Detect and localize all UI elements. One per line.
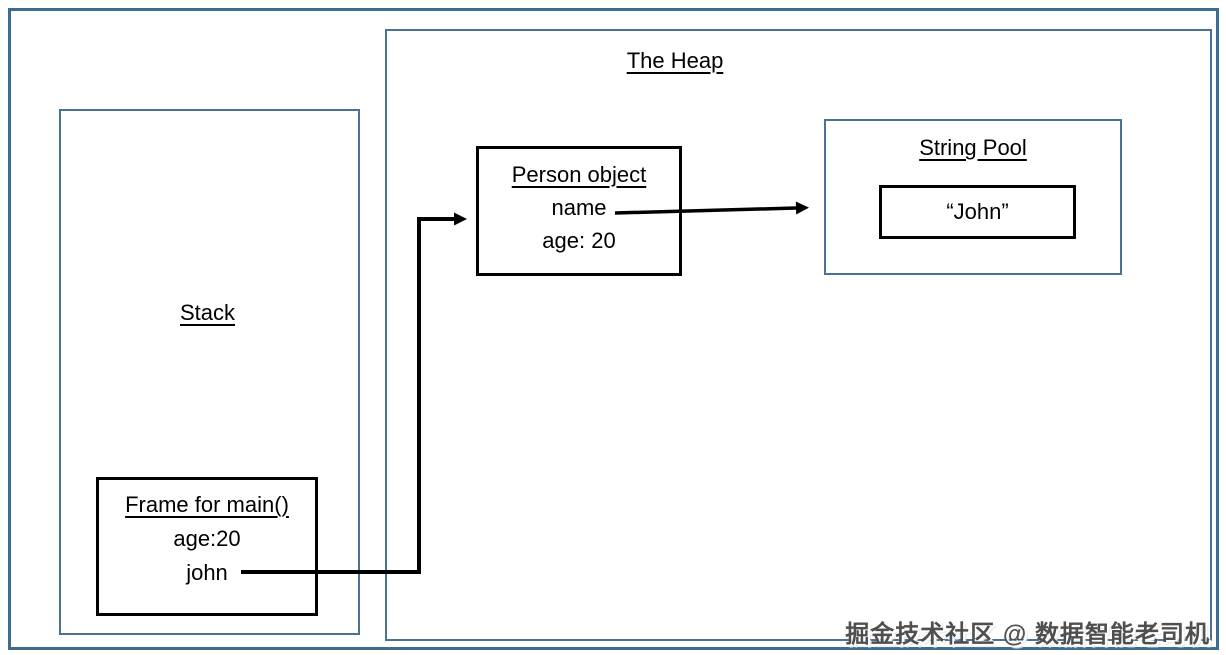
stack-label: Stack bbox=[179, 300, 236, 325]
stack-frame-field-john: john bbox=[186, 560, 228, 585]
john-string-box: “John” bbox=[879, 185, 1076, 239]
person-object-title: Person object bbox=[511, 162, 647, 187]
stack-frame-title: Frame for main() bbox=[125, 492, 289, 517]
stack-frame-field-age: age:20 bbox=[173, 526, 241, 551]
person-field-name: name bbox=[551, 195, 607, 220]
outer-border bbox=[8, 8, 1219, 650]
person-object-box: Person object name age: 20 bbox=[476, 146, 682, 276]
stack-frame-box: Frame for main() age:20 john bbox=[96, 477, 318, 616]
heap-label: The Heap bbox=[626, 48, 724, 73]
string-pool-label: String Pool bbox=[919, 135, 1027, 160]
watermark: 掘金技术社区 @ 数据智能老司机 bbox=[845, 621, 1210, 648]
string-pool-box: String Pool “John” bbox=[824, 119, 1122, 275]
person-field-age: age: 20 bbox=[542, 228, 616, 253]
john-string-value: “John” bbox=[946, 199, 1009, 224]
